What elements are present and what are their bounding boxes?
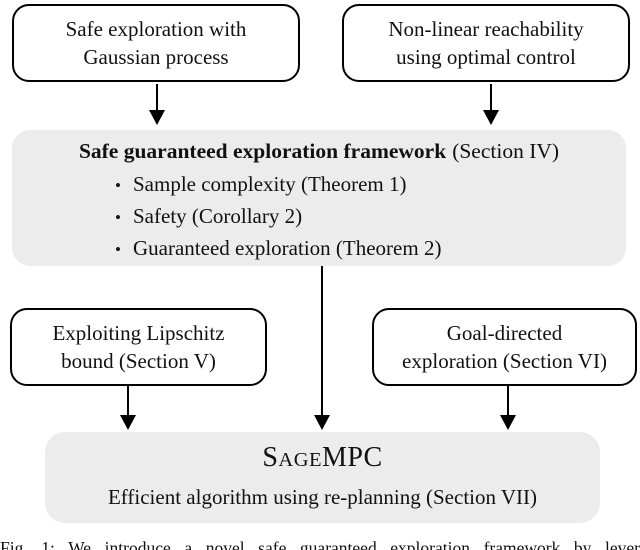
box-sagempc: SAGEMPC Efficient algorithm using re-pla… [45, 432, 600, 523]
box-nonlinear-reachability: Non-linear reachability using optimal co… [342, 4, 630, 82]
box-text-line: exploration (Section VI) [402, 349, 607, 373]
bullet-item: Sample complexity (Theorem 1) [115, 169, 441, 201]
framework-title: Safe guaranteed exploration framework(Se… [12, 137, 626, 165]
arrow-head-icon [120, 415, 136, 430]
bullet-item: Guaranteed exploration (Theorem 2) [115, 233, 441, 265]
arrow-stem [320, 266, 324, 415]
arrow-head-icon [149, 110, 165, 125]
bullet-marker-icon [115, 203, 133, 233]
sagempc-title-part: S [262, 442, 279, 473]
arrow-head-icon [500, 415, 516, 430]
arrow-goal-to-sagempc [500, 386, 516, 430]
box-text-line: Non-linear reachability [388, 17, 584, 41]
arrow-stem [506, 386, 510, 415]
framework-bullet-list: Sample complexity (Theorem 1) Safety (Co… [115, 169, 441, 265]
box-text-line: Exploiting Lipschitz [52, 321, 225, 345]
bullet-text: Sample complexity (Theorem 1) [133, 172, 407, 196]
framework-title-section: (Section IV) [452, 139, 560, 163]
arrow-stem [155, 84, 159, 110]
box-lipschitz-bound: Exploiting Lipschitz bound (Section V) [10, 308, 267, 386]
arrow-head-icon [314, 415, 330, 430]
sagempc-title-part: MPC [322, 442, 383, 473]
arrow-reachability-to-framework [483, 84, 499, 125]
box-text-line: using optimal control [396, 45, 576, 69]
framework-title-bold: Safe guaranteed exploration framework [78, 139, 447, 163]
box-text-line: Gaussian process [83, 45, 229, 69]
arrow-framework-to-sagempc [314, 266, 330, 430]
bullet-marker-icon [115, 235, 133, 265]
sagempc-title-part: AGE [278, 449, 323, 471]
bullet-item: Safety (Corollary 2) [115, 201, 441, 233]
bullet-marker-icon [115, 171, 133, 201]
arrow-gp-to-framework [149, 84, 165, 125]
bullet-text: Safety (Corollary 2) [133, 204, 303, 228]
bullet-text: Guaranteed exploration (Theorem 2) [133, 236, 442, 260]
arrow-stem [489, 84, 493, 110]
box-text-line: bound (Section V) [61, 349, 216, 373]
sagempc-subtitle: Efficient algorithm using re-planning (S… [107, 485, 538, 509]
box-safe-exploration-gp: Safe exploration with Gaussian process [12, 4, 300, 82]
arrow-stem [126, 386, 130, 415]
box-goal-directed-exploration: Goal-directed exploration (Section VI) [372, 308, 637, 386]
box-framework: Safe guaranteed exploration framework(Se… [12, 130, 626, 266]
arrow-head-icon [483, 110, 499, 125]
arrow-lipschitz-to-sagempc [120, 386, 136, 430]
box-text-line: Safe exploration with [65, 17, 247, 41]
figure-caption: Fig. 1: We introduce a novel safe guaran… [0, 538, 640, 550]
sagempc-title: SAGEMPC [45, 441, 600, 479]
box-text-line: Goal-directed [446, 321, 563, 345]
